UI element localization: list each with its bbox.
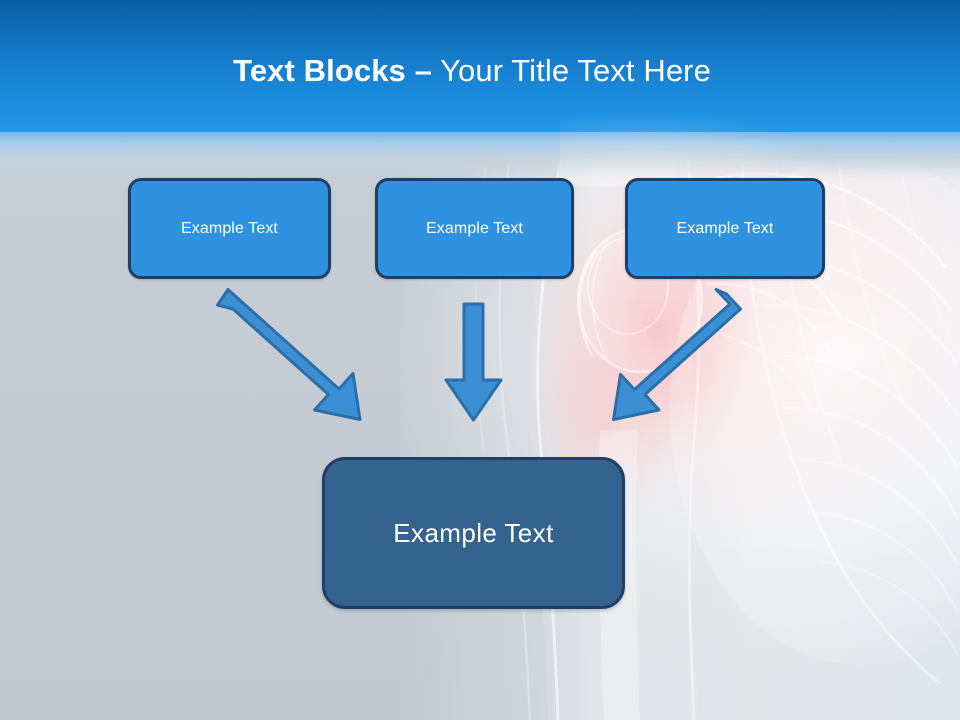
text-block-1[interactable]: Example Text	[128, 178, 331, 279]
result-text-block-label: Example Text	[393, 517, 554, 548]
header-gradient	[0, 0, 960, 132]
text-block-3-label: Example Text	[676, 219, 774, 237]
slide-header-band	[0, 0, 960, 186]
page-title-light: Your Title Text Here	[431, 53, 711, 88]
text-block-2[interactable]: Example Text	[375, 178, 574, 279]
page-title: Text Blocks – Your Title Text Here	[0, 52, 944, 90]
text-block-1-label: Example Text	[181, 219, 278, 237]
text-block-2-label: Example Text	[426, 219, 523, 237]
header-swoosh-decoration	[560, 96, 960, 186]
text-block-3[interactable]: Example Text	[625, 178, 825, 279]
page-title-strong: Text Blocks –	[233, 53, 432, 88]
result-text-block[interactable]: Example Text	[322, 457, 625, 609]
